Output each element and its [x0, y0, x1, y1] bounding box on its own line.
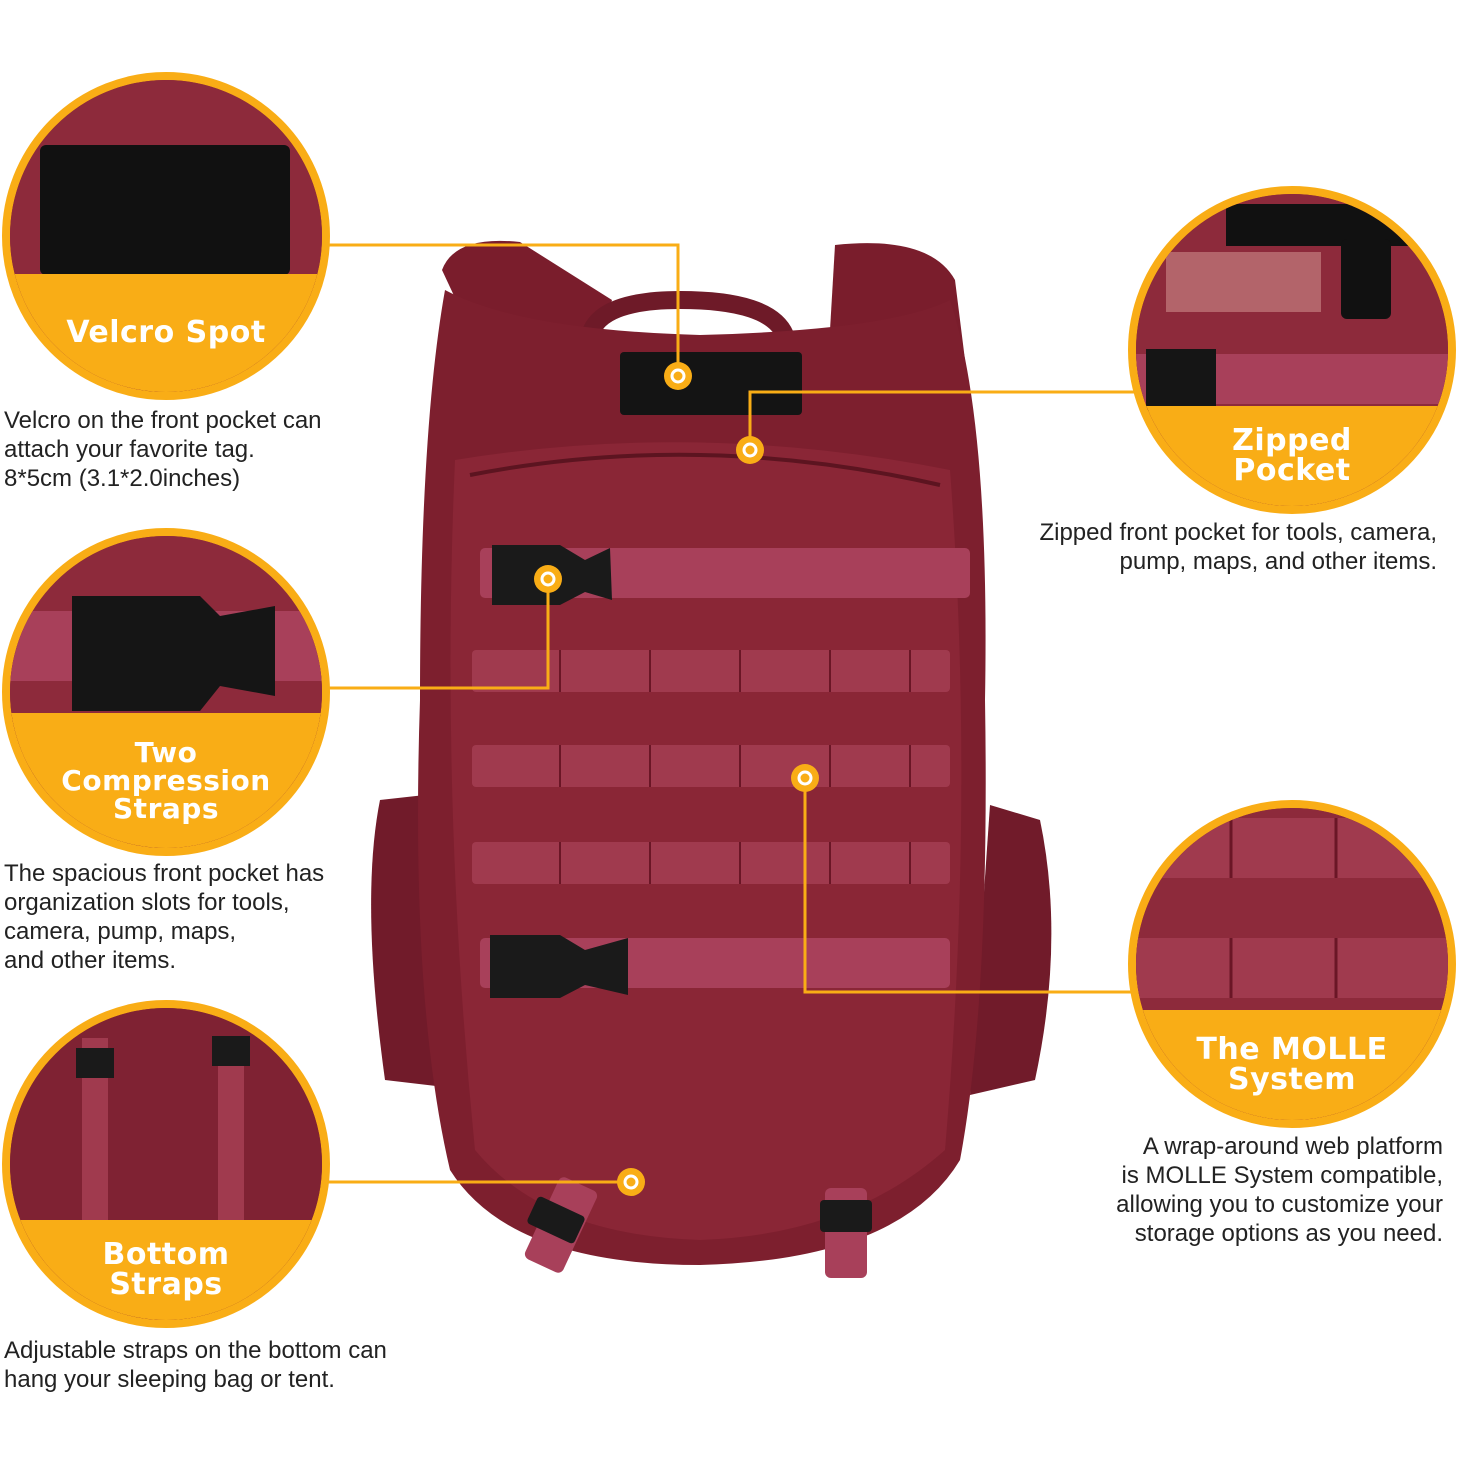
zipped-pocket-description: Zipped front pocket for tools, camera, p…: [1039, 519, 1437, 575]
connector-lines: [322, 243, 1140, 1184]
molle-system-description: A wrap-around web platform is MOLLE Syst…: [1116, 1133, 1443, 1247]
top-handle: [581, 290, 794, 344]
bottom-straps-description: Adjustable straps on the bottom can hang…: [4, 1337, 387, 1393]
zipped-pocket-band: Zipped Pocket: [1136, 406, 1448, 506]
velcro-spot-title: Velcro Spot: [66, 315, 266, 350]
compression-straps-description: The spacious front pocket has organizati…: [4, 860, 325, 974]
velcro-spot-callout: Velcro Spot: [2, 72, 330, 400]
velcro-spot-description: Velcro on the front pocket can attach yo…: [4, 407, 322, 492]
molle-system-callout: The MOLLE System: [1128, 800, 1456, 1128]
bottom-straps-title: Bottom Straps: [102, 1237, 230, 1302]
velcro-spot-band: Velcro Spot: [10, 274, 322, 392]
compression-straps-callout: Two Compression Straps: [2, 528, 330, 856]
feature-markers: [534, 362, 819, 1196]
molle-stitching: [559, 650, 911, 884]
right-side-pocket: [970, 805, 1052, 1095]
velcro-patch: [620, 352, 802, 415]
front-pocket-panel: [450, 442, 962, 1240]
zipped-pocket-callout: Zipped Pocket: [1128, 186, 1456, 514]
bottom-straps-band: Bottom Straps: [10, 1220, 322, 1320]
bottom-straps: [524, 1177, 872, 1278]
molle-webbing: [472, 650, 950, 884]
zipped-pocket-title: Zipped Pocket: [1232, 423, 1352, 488]
front-zipper: [469, 452, 941, 487]
bottom-straps-callout: Bottom Straps: [2, 1000, 330, 1328]
compression-straps-title: Two Compression Straps: [61, 735, 271, 825]
compression-straps-band: Two Compression Straps: [10, 713, 322, 848]
molle-system-band: The MOLLE System: [1136, 1010, 1448, 1120]
molle-system-title: The MOLLE System: [1196, 1032, 1388, 1097]
